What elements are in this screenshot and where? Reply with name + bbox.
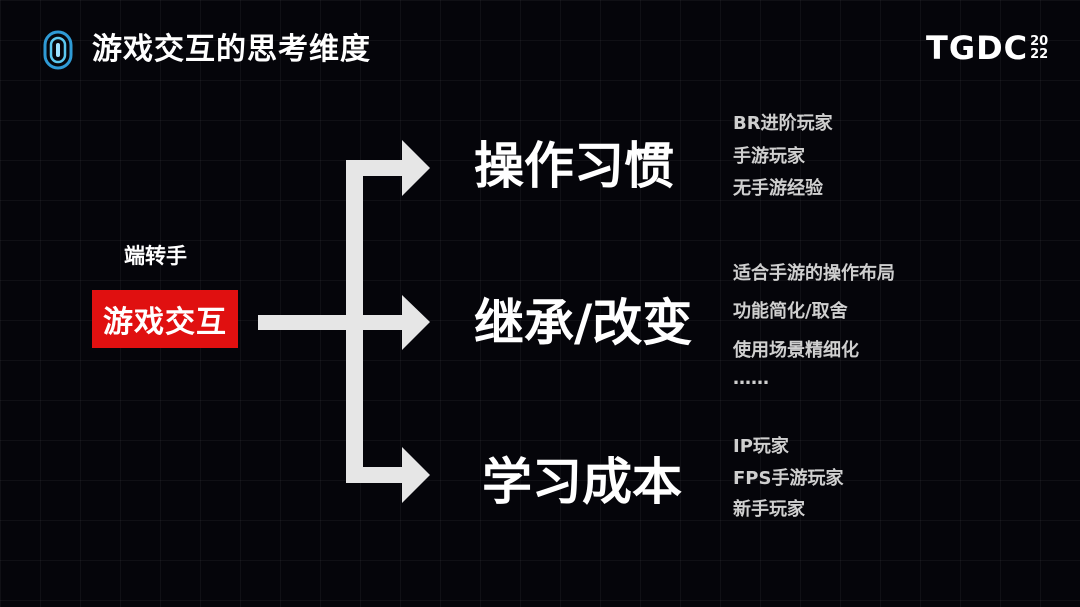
- detail-item-ellipsis: ……: [733, 368, 769, 389]
- detail-item: 适合手游的操作布局: [733, 263, 895, 284]
- detail-item: IP玩家: [733, 436, 789, 457]
- branch-label-learning: 学习成本: [482, 453, 682, 511]
- source-badge: 游戏交互: [92, 290, 238, 348]
- branch-label-habit: 操作习惯: [474, 137, 674, 195]
- detail-item: 功能简化/取舍: [733, 301, 848, 322]
- connector-horizontal: [258, 315, 354, 330]
- brand-name: TGDC: [926, 29, 1029, 67]
- detail-item: FPS手游玩家: [733, 468, 844, 489]
- source-subtitle: 端转手: [124, 244, 187, 268]
- arrow-head-top: [402, 140, 430, 196]
- arrow-head-middle: [402, 295, 430, 350]
- page-title: 游戏交互的思考维度: [92, 32, 371, 67]
- arrow-shaft-middle: [346, 315, 406, 330]
- brand-year-top: 20: [1030, 34, 1049, 49]
- arrow-shaft-top: [346, 160, 406, 176]
- detail-item: 无手游经验: [733, 178, 823, 199]
- detail-item: 新手玩家: [733, 499, 805, 520]
- detail-item: 使用场景精细化: [733, 340, 859, 361]
- tgdc-logo-icon: [43, 30, 73, 70]
- arrow-head-bottom: [402, 447, 430, 503]
- tgdc-brand-logo: TGDC 20 22: [926, 28, 1048, 68]
- arrow-shaft-bottom: [346, 467, 406, 483]
- branch-label-inherit: 继承/改变: [474, 294, 693, 352]
- brand-year-bottom: 22: [1030, 47, 1049, 62]
- detail-item: 手游玩家: [733, 146, 805, 167]
- brand-year: 20 22: [1030, 35, 1048, 61]
- detail-item: BR进阶玩家: [733, 113, 833, 134]
